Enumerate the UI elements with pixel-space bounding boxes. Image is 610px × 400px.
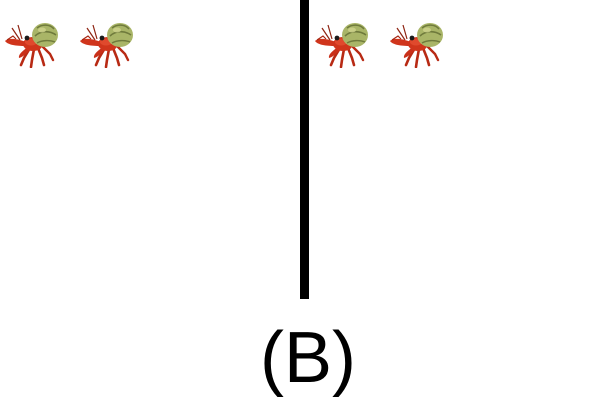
left-panel xyxy=(0,0,300,300)
figure-caption: (B) xyxy=(260,318,356,398)
hermit-crab-icon xyxy=(314,18,374,68)
divider-line xyxy=(300,0,309,299)
hermit-crab-icon xyxy=(4,18,64,68)
hermit-crab-icon xyxy=(389,18,449,68)
right-panel xyxy=(310,0,610,300)
hermit-crab-icon xyxy=(79,18,139,68)
